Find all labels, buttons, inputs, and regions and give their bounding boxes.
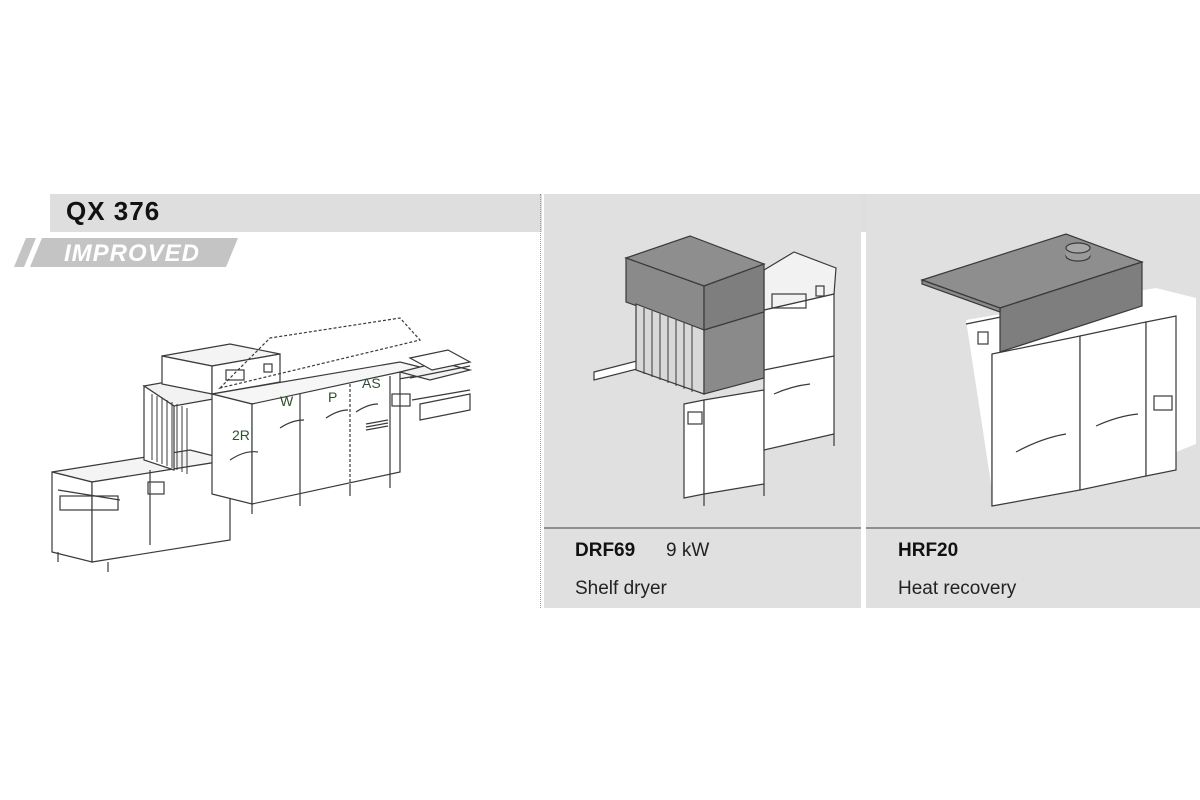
section-divider	[540, 194, 541, 608]
caption-divider	[544, 527, 861, 529]
option-code: HRF20	[898, 540, 959, 561]
improved-badge-text: IMPROVED	[64, 240, 200, 267]
title-band	[50, 194, 542, 232]
zone-label-2r: 2R	[232, 427, 250, 443]
option-code: DRF69	[575, 540, 636, 561]
zone-label-p: P	[328, 389, 337, 405]
zone-label-w: W	[280, 393, 294, 409]
option-power: 9 kW	[666, 540, 710, 561]
heat-recovery-illustration	[866, 194, 1200, 524]
option-panel-hrf20: HRF20 Heat recovery	[866, 194, 1200, 608]
improved-badge: IMPROVED	[8, 236, 240, 268]
option-description: Heat recovery	[898, 578, 1017, 599]
machine-illustration: 2R W P AS	[40, 300, 520, 580]
shelf-dryer-illustration	[544, 194, 861, 524]
option-description: Shelf dryer	[575, 578, 667, 599]
option-panel-drf69: DRF69 9 kW Shelf dryer	[544, 194, 861, 608]
caption-divider	[866, 527, 1200, 529]
zone-label-as: AS	[362, 375, 381, 391]
model-title: QX 376	[66, 196, 161, 226]
